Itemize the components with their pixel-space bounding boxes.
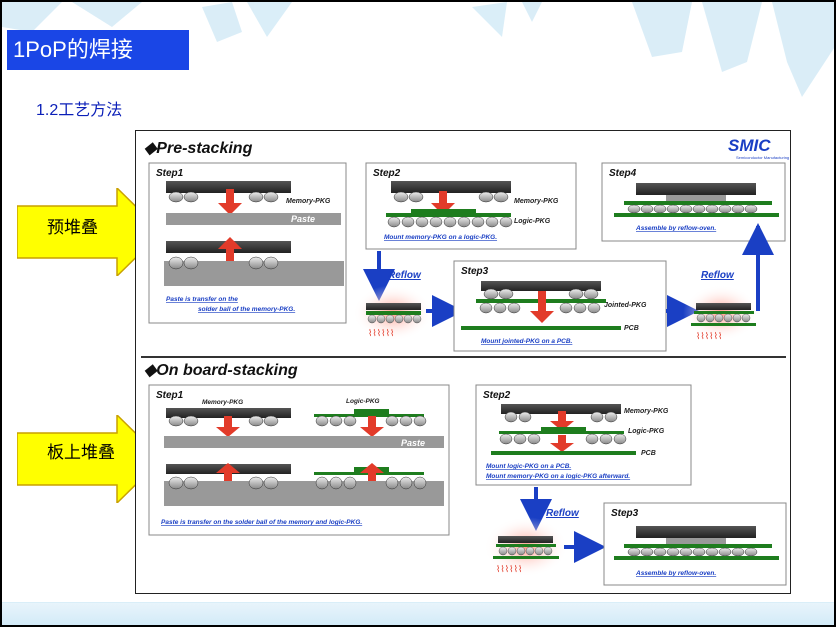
pre-step2-panel: Step2 Memory-PKG Logic-PKG Mount memory- [365, 162, 577, 250]
onboard-step3-label: Step3 [611, 508, 639, 519]
pre-step3-caption: Mount jointed-PKG on a PCB. [481, 338, 573, 345]
pre-step3-label: Step3 [461, 266, 489, 277]
footer-band [2, 602, 834, 625]
pre-step1-part: Memory-PKG [286, 198, 331, 205]
onboard-step2-part3: PCB [641, 450, 656, 457]
onboard-step2-part1: Memory-PKG [624, 408, 669, 415]
onboard-step2-label: Step2 [483, 390, 511, 401]
pre-step1-paste: Paste [291, 214, 315, 224]
pre-reflow2-label: Reflow [701, 270, 735, 281]
onboard-reflow-label: Reflow [546, 508, 580, 519]
onboard-step2-caption-1: Mount logic-PKG on a PCB. [486, 463, 571, 470]
pre-reflow1-label: Reflow [388, 270, 422, 281]
onboard-step1-label: Step1 [156, 390, 184, 401]
pre-step4-caption: Assemble by reflow-oven. [635, 225, 716, 232]
onboard-step1-panel: Step1 Memory-PKG Logic-PKG [148, 384, 450, 536]
section-subtitle: 1.2工艺方法 [36, 102, 123, 119]
smic-logo-subtext: Semiconductor Manufacturing [736, 155, 789, 160]
slide-title: 1PoP的焊接 [7, 30, 189, 70]
svg-text:⌇⌇⌇⌇⌇⌇: ⌇⌇⌇⌇⌇⌇ [368, 328, 394, 338]
pre-step1-caption-2: solder ball of the memory-PKG. [198, 306, 295, 313]
pre-step2-part2: Logic-PKG [514, 218, 551, 225]
onboard-step2-caption-2: Mount memory-PKG on a logic-PKG afterwar… [486, 473, 630, 480]
onboard-step3-panel: Step3 Assemble by reflow-oven. [603, 502, 787, 586]
pre-stacking-label: 预堆叠 [47, 218, 98, 238]
pre-step4-label: Step4 [609, 168, 637, 179]
pre-reflow2-package: ⌇⌇⌇⌇⌇⌇ [683, 285, 759, 341]
pre-step1-panel: Step1 Memory-PKG Paste P [148, 162, 347, 324]
background-decoration [2, 2, 834, 102]
onboard-step1-paste: Paste [401, 438, 425, 448]
pre-step2-part1: Memory-PKG [514, 198, 559, 205]
onboard-step1-part1: Memory-PKG [202, 399, 243, 406]
pop-process-figure: ◆Pre-stacking SMIC Semiconductor Manufac… [135, 130, 791, 594]
onboard-reflow-package: ⌇⌇⌇⌇⌇⌇ [484, 517, 568, 577]
pre-step1-label: Step1 [156, 168, 184, 179]
svg-text:⌇⌇⌇⌇⌇⌇: ⌇⌇⌇⌇⌇⌇ [696, 331, 722, 341]
onboard-step1-part2: Logic-PKG [346, 398, 380, 405]
on-board-stacking-label: 板上堆叠 [47, 443, 115, 463]
pre-step3-panel: Step3 Jointed-PKG PCB Mount jointed-PKG … [453, 260, 667, 352]
pre-step3-part1: Jointed-PKG [604, 302, 647, 309]
onboard-step2-part2: Logic-PKG [628, 428, 665, 435]
onboard-step1-caption: Paste is transfer on the solder ball of … [161, 519, 362, 526]
pre-step3-part2: PCB [624, 325, 639, 332]
smic-logo: SMIC [728, 136, 771, 155]
pre-reflow1-package: ⌇⌇⌇⌇⌇⌇ [353, 285, 433, 341]
on-board-stacking-arrow: 板上堆叠 [16, 413, 164, 505]
pre-stacking-heading: ◆Pre-stacking [144, 140, 253, 157]
pre-step1-caption-1: Paste is transfer on the [166, 296, 238, 303]
svg-text:⌇⌇⌇⌇⌇⌇: ⌇⌇⌇⌇⌇⌇ [496, 564, 522, 574]
pre-step2-caption: Mount memory-PKG on a logic-PKG. [384, 234, 497, 241]
onboard-step2-panel: Step2 Memory-PKG Logic-PKG [475, 384, 692, 486]
on-board-heading: ◆On board-stacking [144, 362, 298, 379]
onboard-step3-caption: Assemble by reflow-oven. [635, 570, 716, 577]
pre-step2-label: Step2 [373, 168, 401, 179]
